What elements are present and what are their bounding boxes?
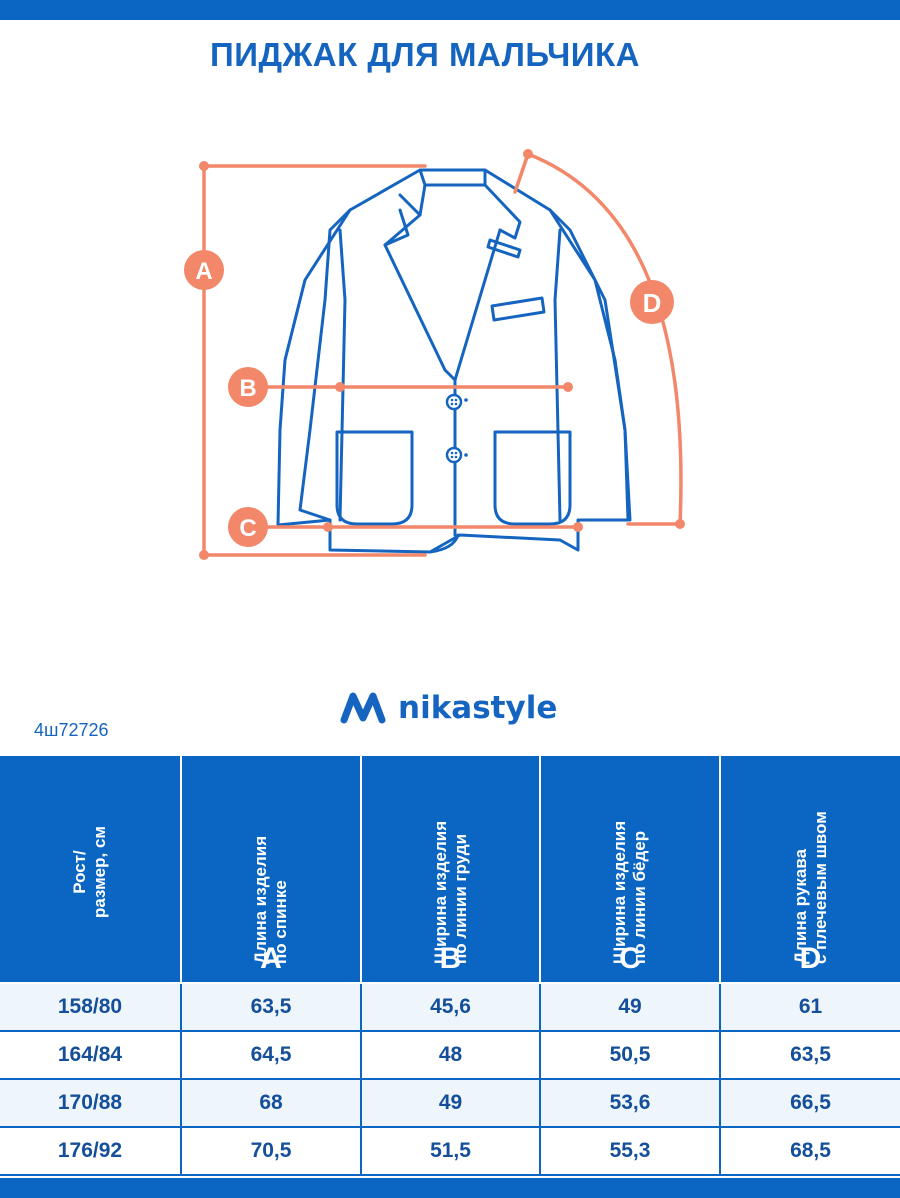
measure-label-d: D [643, 288, 662, 318]
header-label: Длина изделия по спинке [251, 764, 291, 964]
table-cell: 49 [360, 1078, 541, 1128]
measurement-lines [202, 152, 683, 557]
table-cell: 63,5 [180, 982, 362, 1032]
header-letter: D [799, 942, 822, 975]
article-number: 4ш72726 [34, 720, 109, 740]
header-height-size: Рост/ размер, см [0, 756, 182, 984]
jacket-diagram: A B C D [184, 149, 685, 560]
table-cell: 50,5 [539, 1030, 721, 1080]
header-letter: B [439, 942, 462, 975]
table-cell: 158/80 [0, 982, 182, 1032]
size-table: Рост/ размер, см Длина изделия по спинке… [0, 756, 900, 1176]
table-cell: 176/92 [0, 1126, 182, 1176]
table-cell: 48 [360, 1030, 541, 1080]
header-hip-width: Ширина изделия по линии бёдер C [539, 756, 721, 984]
measure-badge-d: D [630, 280, 674, 324]
jacket-buttons [445, 393, 463, 464]
top-bar [0, 0, 900, 20]
table-cell: 45,6 [360, 982, 541, 1032]
measure-label-a: A [195, 258, 212, 285]
table-cell: 51,5 [360, 1126, 541, 1176]
table-cell: 164/84 [0, 1030, 182, 1080]
table-cell: 53,6 [539, 1078, 721, 1128]
table-cell: 55,3 [539, 1126, 721, 1176]
table-row: 164/84 64,5 48 50,5 63,5 [0, 1030, 900, 1080]
measurement-points [199, 149, 685, 560]
brand-name: nikastyle [398, 690, 558, 726]
bottom-bar [0, 1178, 900, 1198]
header-label: Ширина изделия по линии груди [431, 764, 471, 964]
table-cell: 61 [719, 982, 900, 1032]
header-chest-width: Ширина изделия по линии груди B [360, 756, 541, 984]
nikastyle-logo-icon [340, 692, 386, 724]
header-label-text: Рост/ размер, см [70, 826, 109, 918]
table-cell: 70,5 [180, 1126, 362, 1176]
header-length-back: Длина изделия по спинке A [180, 756, 362, 984]
measure-label-c: C [239, 515, 256, 542]
table-header-row: Рост/ размер, см Длина изделия по спинке… [0, 756, 900, 984]
measure-label-b: B [239, 375, 256, 402]
header-letter: C [619, 942, 641, 975]
table-row: 158/80 63,5 45,6 49 61 [0, 982, 900, 1032]
header-label: Ширина изделия по линии бёдер [610, 764, 650, 964]
header-sleeve-length: Длина рукава с плечевым швом D [719, 756, 900, 984]
jacket-outline [276, 168, 632, 554]
table-cell: 66,5 [719, 1078, 900, 1128]
header-letter: A [260, 942, 282, 975]
measure-badge-c: C [228, 507, 268, 547]
page-title: ПИДЖАК ДЛЯ МАЛЬЧИКА [210, 36, 640, 73]
header-label: Рост/ размер, см [70, 807, 110, 937]
table-row: 170/88 68 49 53,6 66,5 [0, 1078, 900, 1128]
table-cell: 63,5 [719, 1030, 900, 1080]
table-cell: 64,5 [180, 1030, 362, 1080]
measure-badge-a: A [184, 250, 224, 290]
table-cell: 68,5 [719, 1126, 900, 1176]
header-label: Длина рукава с плечевым швом [791, 764, 831, 964]
table-cell: 68 [180, 1078, 362, 1128]
table-row: 176/92 70,5 51,5 55,3 68,5 [0, 1126, 900, 1176]
brand-logo: nikastyle [340, 688, 557, 728]
table-cell: 170/88 [0, 1078, 182, 1128]
measure-badge-b: B [228, 367, 268, 407]
table-cell: 49 [539, 982, 721, 1032]
